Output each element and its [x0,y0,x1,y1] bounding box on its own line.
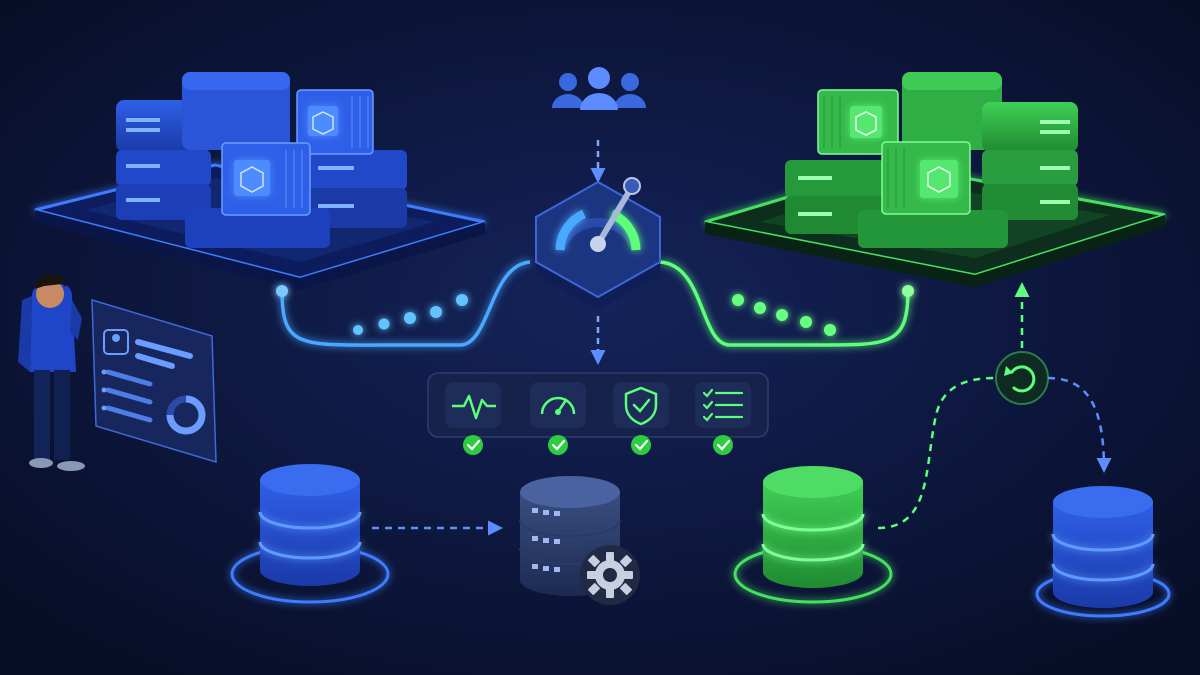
performance-check-tile [530,382,586,428]
heartbeat-icon [452,394,496,420]
person-leg-left [34,370,50,460]
cube-icon [308,106,338,136]
rollback-icon [995,351,1049,405]
green-server-rack-back [902,72,1002,150]
check-badge-icon [713,435,733,455]
traffic-router [535,177,661,310]
validation-checks-panel [427,372,769,455]
rollback-to-blue-db-arrow [1047,376,1112,473]
dashboard-glass [91,298,217,464]
green-server-rack-right [982,102,1078,220]
green-base-block [858,210,1008,248]
gauge-lever-knob [623,177,641,195]
monitoring-dashboard-panel [91,298,217,464]
check-badges [463,435,733,455]
operator-person [18,274,85,471]
users-group-icon [552,67,646,110]
green-traffic-line [659,260,910,347]
user-profile-icon [103,329,129,355]
green-traffic-dots [732,294,836,336]
gauge-blue-segment [555,209,587,251]
migration-database [519,476,640,605]
checklist-icon [702,388,744,422]
blue-base-block [185,208,330,248]
person-leg-right [54,370,70,460]
green-platform-edge [705,215,1165,287]
gauge-lever [595,187,633,247]
check-badge-icon [631,435,651,455]
check-badge-icon [463,435,483,455]
blue-server-rack-right [305,150,407,228]
speedometer-icon [540,396,576,415]
checks-panel-bg [427,372,769,438]
cube-icon [920,160,958,198]
blue-container-2 [221,142,311,216]
gear-icon [580,545,640,605]
blue-traffic-dots [353,294,468,335]
cube-icon [234,160,270,196]
green-server-rack-left [785,160,885,234]
blue-environment [34,72,486,290]
cube-icon [850,106,882,138]
blue-platform-edge [35,210,485,290]
blue-database [230,464,390,604]
person-head [36,280,64,308]
blue-line-node [276,285,288,297]
blue-container-1 [296,89,374,155]
green-line-node [902,285,914,297]
green-db-to-rollback-path [877,376,996,530]
green-container-2 [881,141,971,215]
green-environment [704,72,1166,287]
green-container-1 [817,89,899,155]
blue-traffic-line [280,260,531,347]
rollback-target-database [1035,486,1171,618]
check-badge-icon [548,435,568,455]
gauge-pivot [590,236,606,252]
blue-server-rack-back [182,72,290,150]
person-hair [35,274,66,289]
green-database [733,466,893,604]
shield-check-icon [624,386,658,426]
